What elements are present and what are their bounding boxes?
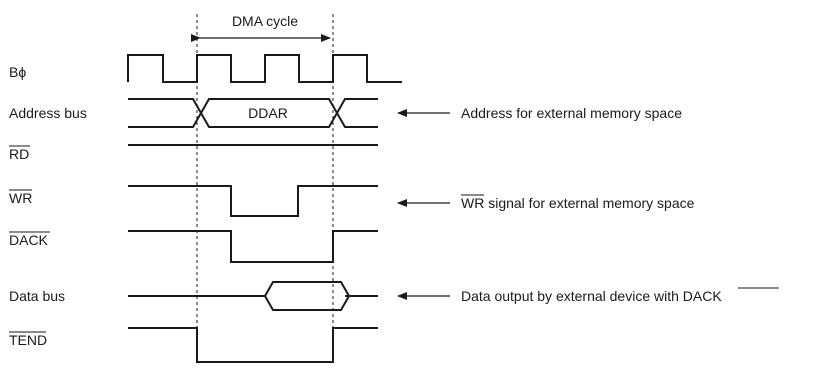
dack-label: DACK	[9, 232, 49, 248]
data-bus-label: Data bus	[9, 288, 65, 304]
address-bus-label: Address bus	[9, 105, 87, 121]
address-bus-waveform	[128, 98, 378, 128]
wr-annotation: WR signal for external memory space	[461, 195, 695, 211]
clock-label: Bϕ	[9, 64, 26, 80]
wr-annotation-text: signal for external memory space	[484, 195, 694, 211]
tend-waveform	[128, 327, 378, 363]
data-bus-waveform	[128, 281, 378, 311]
data-annotation-text: Data output by external device with	[461, 288, 683, 304]
rd-label: RD	[9, 146, 29, 162]
clock-waveform	[127, 54, 402, 83]
wr-label: WR	[9, 190, 32, 206]
wr-waveform	[128, 185, 378, 217]
address-annotation: Address for external memory space	[461, 105, 682, 121]
address-value: DDAR	[248, 105, 288, 121]
dack-waveform	[128, 230, 378, 263]
dma-cycle-label: DMA cycle	[232, 13, 298, 29]
data-annotation-signal: DACK	[683, 288, 723, 304]
wr-annotation-signal: WR	[461, 195, 484, 211]
data-annotation: Data output by external device with DACK	[461, 288, 722, 304]
tend-label: TEND	[9, 332, 47, 348]
